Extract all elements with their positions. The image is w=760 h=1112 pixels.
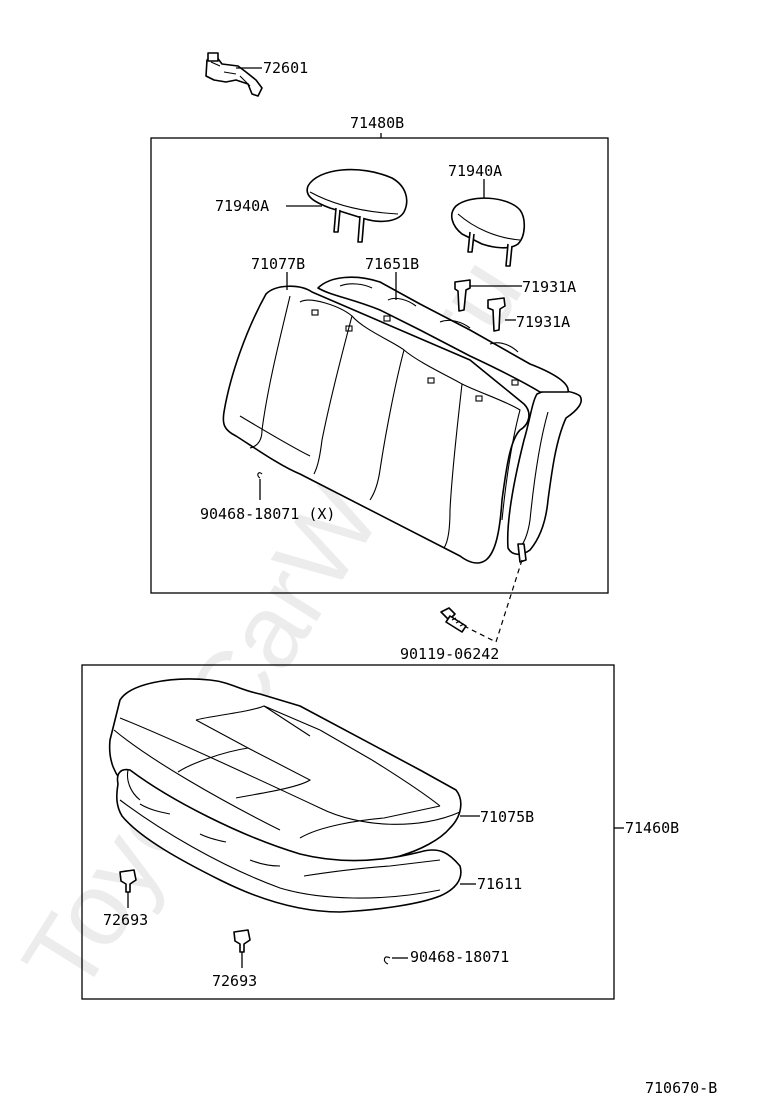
back-cover-label: 71077B: [251, 255, 305, 273]
bolt-label: 90119-06242: [400, 645, 499, 663]
back-pad-label: 71651B: [365, 255, 419, 273]
headrest-support-lower[interactable]: [487, 297, 506, 332]
harness-bracket[interactable]: [205, 52, 263, 97]
hog-ring-back-label: 90468-18071 (X): [200, 505, 335, 523]
bolt[interactable]: [440, 607, 467, 633]
harness-label: 72601: [263, 59, 308, 77]
cushion-assembly-frame: [81, 664, 615, 1000]
clip-lower-label: 72693: [212, 972, 257, 990]
headrest-left-label: 71940A: [215, 197, 269, 215]
headrest-right-label: 71940A: [448, 162, 502, 180]
cushion-cover-label: 71075B: [480, 808, 534, 826]
clip-upper-label: 72693: [103, 911, 148, 929]
seatback-assy-label: 71480B: [350, 114, 404, 132]
headrest-support-upper[interactable]: [454, 279, 471, 312]
cushion-assy-label: 71460B: [625, 819, 679, 837]
seatback-assembly-frame: [150, 137, 609, 594]
cushion-pad[interactable]: [116, 768, 462, 913]
cushion-pad-label: 71611: [477, 875, 522, 893]
seatback[interactable]: [222, 276, 582, 564]
support-lower-label: 71931A: [516, 313, 570, 331]
support-upper-label: 71931A: [522, 278, 576, 296]
clip-upper[interactable]: [119, 869, 137, 893]
clip-lower[interactable]: [233, 929, 251, 953]
hog-ring-back-icon[interactable]: [257, 472, 263, 479]
hog-ring-cushion-icon[interactable]: [383, 956, 391, 965]
headrest-right[interactable]: [450, 197, 526, 267]
hog-ring-cushion-label: 90468-18071: [410, 948, 509, 966]
diagram-id: 710670-B: [645, 1079, 717, 1097]
headrest-left[interactable]: [306, 168, 408, 243]
